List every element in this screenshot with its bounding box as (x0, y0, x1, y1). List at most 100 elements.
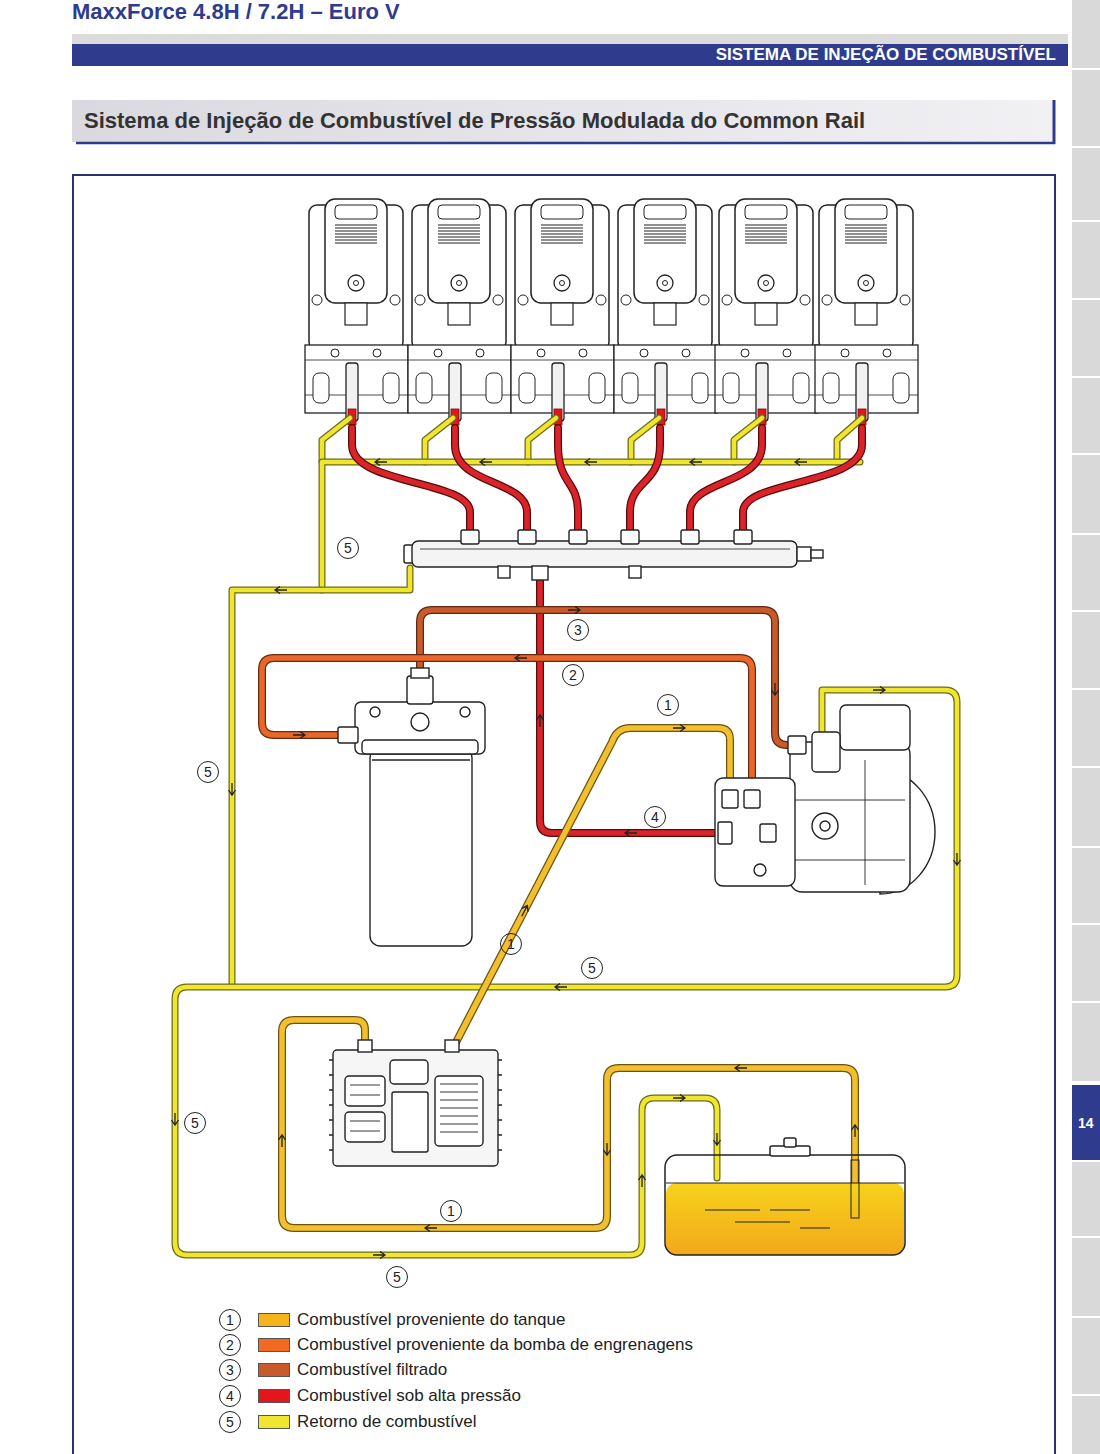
fuel-filter (370, 748, 472, 946)
flow-arrow (690, 459, 702, 466)
flow-arrow (604, 1143, 611, 1155)
flow-arrow (568, 607, 580, 614)
legend-swatch (258, 1313, 290, 1327)
side-strip (1072, 1003, 1100, 1081)
flow-arrow (673, 725, 685, 732)
engine-control-module (392, 1092, 428, 1152)
legend-text: Combustível filtrado (297, 1360, 447, 1380)
cylinder-head (815, 199, 918, 425)
engine-control-module (345, 1112, 385, 1142)
side-strip (1072, 848, 1100, 923)
fuel-filter (370, 707, 380, 717)
flow-arrow (172, 459, 961, 1259)
return-line (175, 418, 957, 1255)
side-strip (1072, 0, 1100, 68)
common-rail (461, 530, 479, 544)
callout-number: 5 (197, 761, 219, 783)
fuel-filter (411, 668, 429, 678)
high-pressure-pump (715, 705, 935, 894)
callout-number: 1 (500, 933, 522, 955)
tank-supply-line (452, 728, 730, 1050)
common-rail (420, 549, 790, 550)
side-strip (1072, 1162, 1100, 1236)
flow-arrow (279, 1135, 286, 1147)
high-pressure-pump (840, 705, 910, 750)
side-strip (1072, 1396, 1100, 1454)
chapter-tab: 14 (1072, 1085, 1100, 1160)
side-strip (1072, 300, 1100, 376)
side-strip (1072, 1318, 1100, 1394)
side-strip (1072, 925, 1100, 1001)
flow-arrow (229, 783, 236, 795)
side-strip (1072, 1238, 1100, 1316)
fuel-filter (338, 668, 485, 946)
fuel-filter (411, 713, 429, 731)
return-line (322, 418, 862, 462)
flow-arrow (375, 459, 387, 466)
high-pressure-line (352, 428, 862, 542)
callout-number: 5 (386, 1266, 408, 1288)
callout-number: 4 (219, 1385, 241, 1407)
legend-text: Combustível proveniente da bomba de engr… (297, 1335, 693, 1355)
side-strip (1072, 455, 1100, 533)
fuel-tank (705, 1210, 830, 1228)
flow-arrow (735, 1065, 747, 1072)
common-rail (811, 550, 823, 558)
title-box (72, 100, 1055, 144)
high-pressure-pump (788, 736, 806, 754)
common-rail (734, 530, 752, 544)
fuel-filter (372, 759, 470, 760)
common-rail (532, 566, 548, 580)
callout-number: 2 (562, 664, 584, 686)
flow-arrow (515, 655, 527, 662)
common-rail (621, 530, 639, 544)
side-strip (1072, 378, 1100, 453)
common-rail (404, 530, 823, 580)
section-band: SISTEMA DE INJEÇÃO DE COMBUSTÍVEL (72, 44, 1068, 66)
side-strip (1072, 148, 1100, 220)
flow-arrow (852, 1125, 859, 1137)
common-rail (569, 530, 587, 544)
manual-header: MaxxForce 4.8H / 7.2H – Euro V (72, 0, 400, 24)
fuel-tank (666, 1183, 904, 1184)
fuel-filter (355, 702, 485, 754)
flow-arrow (625, 830, 637, 837)
flow-arrow (585, 459, 597, 466)
engine-control-module (358, 1040, 372, 1052)
flow-arrow (639, 1175, 646, 1187)
cylinder-head (614, 199, 717, 425)
callout-number: 5 (581, 957, 603, 979)
legend-swatch (258, 1338, 290, 1352)
common-rail (518, 530, 536, 544)
fuel-filter (338, 727, 358, 743)
fuel-tank (851, 1160, 859, 1218)
engine-control-module (350, 1084, 478, 1132)
flow-arrow (954, 853, 961, 865)
tank-supply-line (282, 728, 855, 1228)
engine-control-module (329, 1040, 502, 1166)
section-title: Sistema de Injeção de Combustível de Pre… (84, 108, 865, 134)
side-strip (1072, 70, 1100, 146)
flow-arrow (519, 904, 531, 918)
high-pressure-pump (812, 732, 840, 772)
side-strip (1072, 690, 1100, 766)
high-pressure-pump (795, 760, 905, 885)
high-pressure-pump (812, 813, 838, 839)
band-shadow (72, 34, 1068, 44)
legend-swatch (258, 1415, 290, 1429)
callout-number: 1 (440, 1200, 462, 1222)
fuel-filter (407, 676, 433, 704)
high-pressure-pump (718, 822, 732, 844)
flow-arrow (673, 1095, 685, 1102)
fuel-tank (665, 1138, 905, 1255)
callout-number: 2 (219, 1334, 241, 1356)
common-rail (629, 566, 641, 578)
engine-control-module (435, 1076, 483, 1146)
common-rail (498, 566, 510, 578)
callout-number: 4 (644, 806, 666, 828)
side-strip (1072, 0, 1100, 1454)
common-rail (412, 541, 797, 567)
callout-number: 5 (184, 1112, 206, 1134)
